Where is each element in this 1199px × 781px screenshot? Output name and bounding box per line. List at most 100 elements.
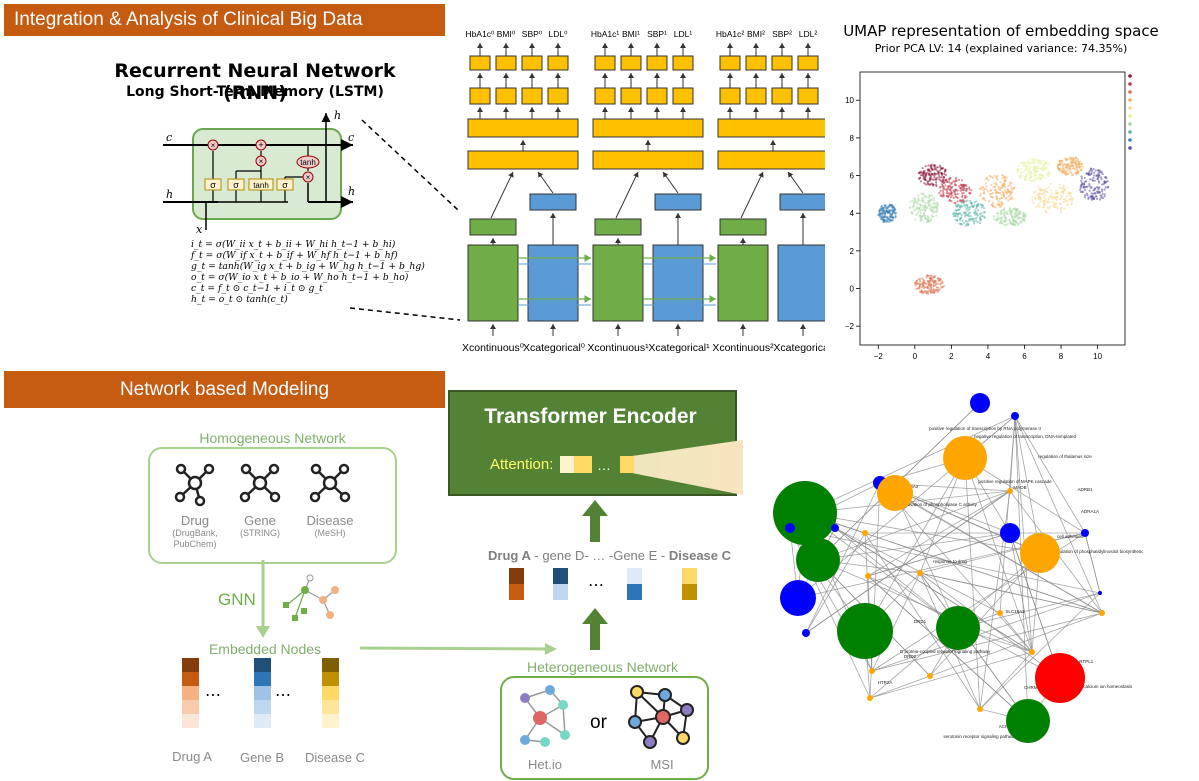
scatter-point <box>889 219 892 222</box>
scatter-point <box>937 171 940 174</box>
scatter-point <box>935 172 938 176</box>
scatter-point <box>979 217 982 220</box>
scatter-point <box>997 185 1000 189</box>
scatter-point <box>982 189 986 192</box>
equation: f_t = σ(W_if x_t + b_if + W_hf h_t−1 + b… <box>191 250 398 261</box>
scatter-point <box>919 209 922 212</box>
or-label: or <box>590 712 607 733</box>
lstm-hidden-box <box>594 218 642 236</box>
scatter-point <box>976 209 980 212</box>
scatter-point <box>1058 202 1061 205</box>
tanh-op <box>296 155 320 169</box>
scatter-point <box>993 174 996 177</box>
scatter-point <box>1098 186 1101 189</box>
graph-label: negative regulation of transcription, DN… <box>974 434 1077 439</box>
scatter-point <box>1062 164 1065 167</box>
scatter-point <box>928 280 931 283</box>
scatter-point <box>956 200 959 203</box>
scatter-point <box>929 218 933 221</box>
scatter-point <box>1022 214 1025 217</box>
scatter-point <box>921 172 924 175</box>
scatter-point <box>1042 206 1045 209</box>
scatter-point <box>973 201 976 204</box>
scatter-point <box>888 212 892 215</box>
scatter-point <box>954 189 957 192</box>
svg-text:tanh: tanh <box>300 158 316 167</box>
scatter-point <box>988 174 991 178</box>
graph-node <box>796 538 840 582</box>
scatter-point <box>1093 179 1096 182</box>
scatter-point <box>1049 201 1052 204</box>
node-source: (MeSH) <box>314 528 346 538</box>
scatter-point <box>969 217 972 221</box>
scatter-point <box>984 182 988 185</box>
scatter-point <box>964 189 968 192</box>
scatter-point <box>963 196 967 199</box>
scatter-point <box>936 203 939 206</box>
dense-unit <box>771 55 793 71</box>
scatter-point <box>1048 195 1051 198</box>
scatter-point <box>936 208 939 211</box>
scatter-point <box>1088 183 1091 186</box>
scatter-point <box>1069 158 1072 161</box>
scatter-point <box>931 178 934 181</box>
graph-node <box>1000 523 1020 543</box>
scatter-point <box>1056 195 1059 199</box>
scatter-point <box>886 206 889 209</box>
scatter-point <box>1036 161 1039 164</box>
legend-marker <box>1128 90 1132 94</box>
graph-edge <box>864 457 966 632</box>
embedding-vector-gene <box>254 658 271 728</box>
scatter-point <box>998 198 1001 201</box>
scatter-point <box>1001 196 1004 200</box>
scatter-point <box>893 211 896 214</box>
dense-unit <box>745 55 767 71</box>
heterogeneous-title: Heterogeneous Network <box>527 659 678 675</box>
scatter-point <box>923 169 926 172</box>
scatter-point <box>1047 162 1050 165</box>
scatter-point <box>1080 163 1084 166</box>
scatter-point <box>995 183 998 187</box>
scatter-point <box>1079 185 1083 188</box>
scatter-point <box>1049 205 1052 208</box>
scatter-point <box>929 178 932 181</box>
scatter-point <box>1039 200 1042 203</box>
times-op <box>207 139 219 151</box>
scatter-point <box>1090 192 1093 195</box>
scatter-point <box>966 209 969 212</box>
scatter-point <box>1023 175 1027 179</box>
scatter-point <box>978 222 982 225</box>
scatter-point <box>1045 211 1048 214</box>
scatter-point <box>971 205 974 208</box>
lstm-hidden-box <box>469 218 517 236</box>
scatter-point <box>974 209 977 212</box>
graph-edge <box>869 612 1103 699</box>
scatter-point <box>1010 186 1013 189</box>
scatter-point <box>922 174 925 177</box>
scatter-point <box>883 219 886 222</box>
equation: h_t = o_t ⊙ tanh(c_t) <box>191 294 288 305</box>
scatter-point <box>917 194 920 197</box>
scatter-point <box>927 183 930 186</box>
graph-edge <box>871 592 1101 672</box>
scatter-point <box>1066 169 1069 172</box>
scatter-point <box>1031 159 1034 162</box>
scatter-point <box>991 191 995 195</box>
scatter-point <box>930 163 933 166</box>
lstm-hidden-box <box>719 218 767 236</box>
scatter-point <box>1003 186 1006 189</box>
scatter-point <box>991 201 995 204</box>
gene-network-icon <box>239 463 281 503</box>
scatter-point <box>953 180 956 183</box>
graph-labels: positive regulation of transcription by … <box>878 426 1145 739</box>
graph-node <box>977 706 983 712</box>
scatter-point <box>919 280 922 283</box>
graph-node <box>1006 699 1050 743</box>
scatter-point <box>1033 159 1036 162</box>
scatter-point <box>1058 186 1061 189</box>
scatter-point <box>930 167 933 171</box>
legend-marker <box>1128 98 1132 102</box>
scatter-point <box>883 204 887 207</box>
scatter-point <box>935 201 938 204</box>
graph-edge <box>979 592 1101 710</box>
